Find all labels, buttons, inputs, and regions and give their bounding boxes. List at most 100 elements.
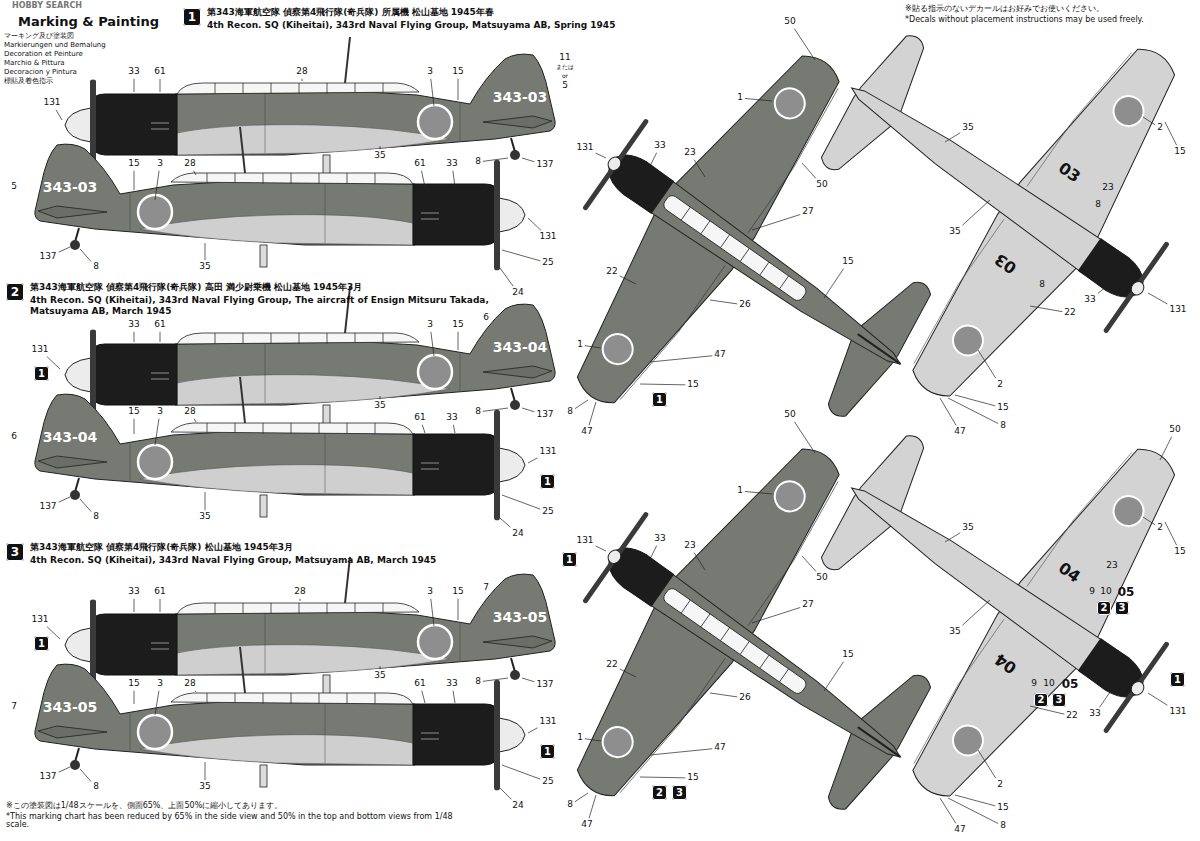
callout-number: 131 [1169,305,1186,314]
callout-number: 33 [128,67,139,76]
leader-line [978,350,996,378]
callout-number: 9 [1031,679,1037,688]
callout-number: 2 [997,380,1003,389]
leader-line [458,79,459,100]
leader-line [1165,122,1177,145]
callout-number: 35 [374,671,385,680]
leader-line [194,419,196,422]
leader-line [824,662,844,691]
note-text: *This marking chart has been reduced by … [6,813,476,830]
callout-number: 6 [11,432,17,441]
leader-line [650,749,712,755]
leader-line [1030,706,1064,714]
language-heading: マーキング及び塗装図 [4,33,74,40]
callout-number: 28 [184,407,195,416]
propeller [494,680,500,791]
aircraft-code: 343-03 [43,180,98,195]
callout-number: 137 [39,252,56,261]
callout-number: 5 [11,182,17,191]
decal-code: 05 [1062,678,1079,691]
scheme-marker: 1 [540,474,555,489]
leader-line [47,627,60,639]
callout-number: 15 [997,803,1008,812]
leader-line [640,384,685,386]
scheme-heading: 4th Recon. SQ (Kiheitai), 343rd Naval Fl… [30,555,436,566]
leader-line [945,533,960,542]
language-heading: Markierungen und Bemalung [4,42,106,49]
callout-number: 28 [294,587,305,596]
side-profile [35,647,525,787]
leader-line [160,332,161,342]
scheme-number: 2 [656,788,663,798]
callout-number: 1 [737,93,743,102]
callout-number: 22 [606,660,617,669]
leader-line [596,153,606,158]
callout-number: 8 [93,512,99,521]
callout-number: 9 [1089,587,1095,596]
leader-line [300,599,301,601]
scheme-number: 1 [1174,675,1181,685]
leader-line [431,79,434,106]
leader-line [522,408,534,412]
scheme-number: 2 [1101,603,1108,613]
callout-number: 8 [1039,280,1045,289]
callout-number: 50 [784,410,795,419]
leader-line [134,599,135,612]
scheme-marker: 3 [1115,601,1129,615]
leader-line [522,158,534,162]
bottom-view [735,321,1200,841]
leader-line [155,171,159,200]
leader-line [205,762,206,780]
callout-number: 28 [296,67,307,76]
leader-line [380,146,381,149]
callout-number: 7 [11,702,17,711]
callout-number: 131 [539,232,556,241]
leader-line [80,249,91,262]
language-heading: Decoracion y Pintura [4,69,77,76]
scheme-heading: 第343海軍航空隊 偵察第4飛行隊(奇兵隊) 所属機 松山基地 1945年春 [207,7,494,18]
scheme-marker: 3 [1052,693,1066,707]
leader-line [945,133,960,142]
callout-number: 23 [1102,183,1113,192]
scheme-number: 2 [11,286,19,298]
leader-line [620,669,636,677]
leader-line [752,607,800,623]
callout-number: 33 [446,413,457,422]
scheme-marker: 1 [562,552,577,567]
leader-line [745,491,772,494]
leader-line [620,276,636,284]
callout-number: 8 [1000,421,1006,430]
note-text: ※この塗装図は1/48スケールを、側面65%、上面50%に縮小してあります。 [6,802,282,810]
scheme-marker: 1 [1170,672,1185,687]
callout-number: 1 [577,733,583,742]
scheme-number: 1 [544,477,551,487]
leader-line [431,332,434,356]
callout-number: 23 [684,541,695,550]
callout-number: 23 [1106,561,1117,570]
leader-line [589,795,596,818]
callout-number: 33 [1084,295,1095,304]
aircraft-code: 343-05 [493,610,548,625]
leader-line [421,171,425,187]
scheme-number: 3 [11,546,19,558]
leader-line [640,777,685,779]
leader-line [794,29,815,60]
leader-line [794,422,815,453]
callout-number: 47 [714,350,725,359]
bottom-view [735,0,1200,459]
scheme-badge: 1第343海軍航空隊 偵察第4飛行隊(奇兵隊) 所属機 松山基地 1945年春4… [183,8,201,26]
watermark: HOBBY SEARCH [12,2,82,10]
scheme-marker: 2 [652,785,667,800]
callout-number: 8 [1095,200,1101,209]
leader-line [80,499,91,512]
callout-number: 33 [654,534,665,543]
callout-number: 15 [842,257,853,266]
callout-number: 24 [512,801,523,810]
scheme-badge: 3第343海軍航空隊 偵察第4飛行隊(奇兵隊) 松山基地 1945年3月4th … [6,543,24,561]
leader-line [134,332,135,342]
leader-line [431,599,434,626]
callout-number: 27 [802,207,813,216]
leader-line [650,356,712,362]
callout-number: 33 [446,159,457,168]
